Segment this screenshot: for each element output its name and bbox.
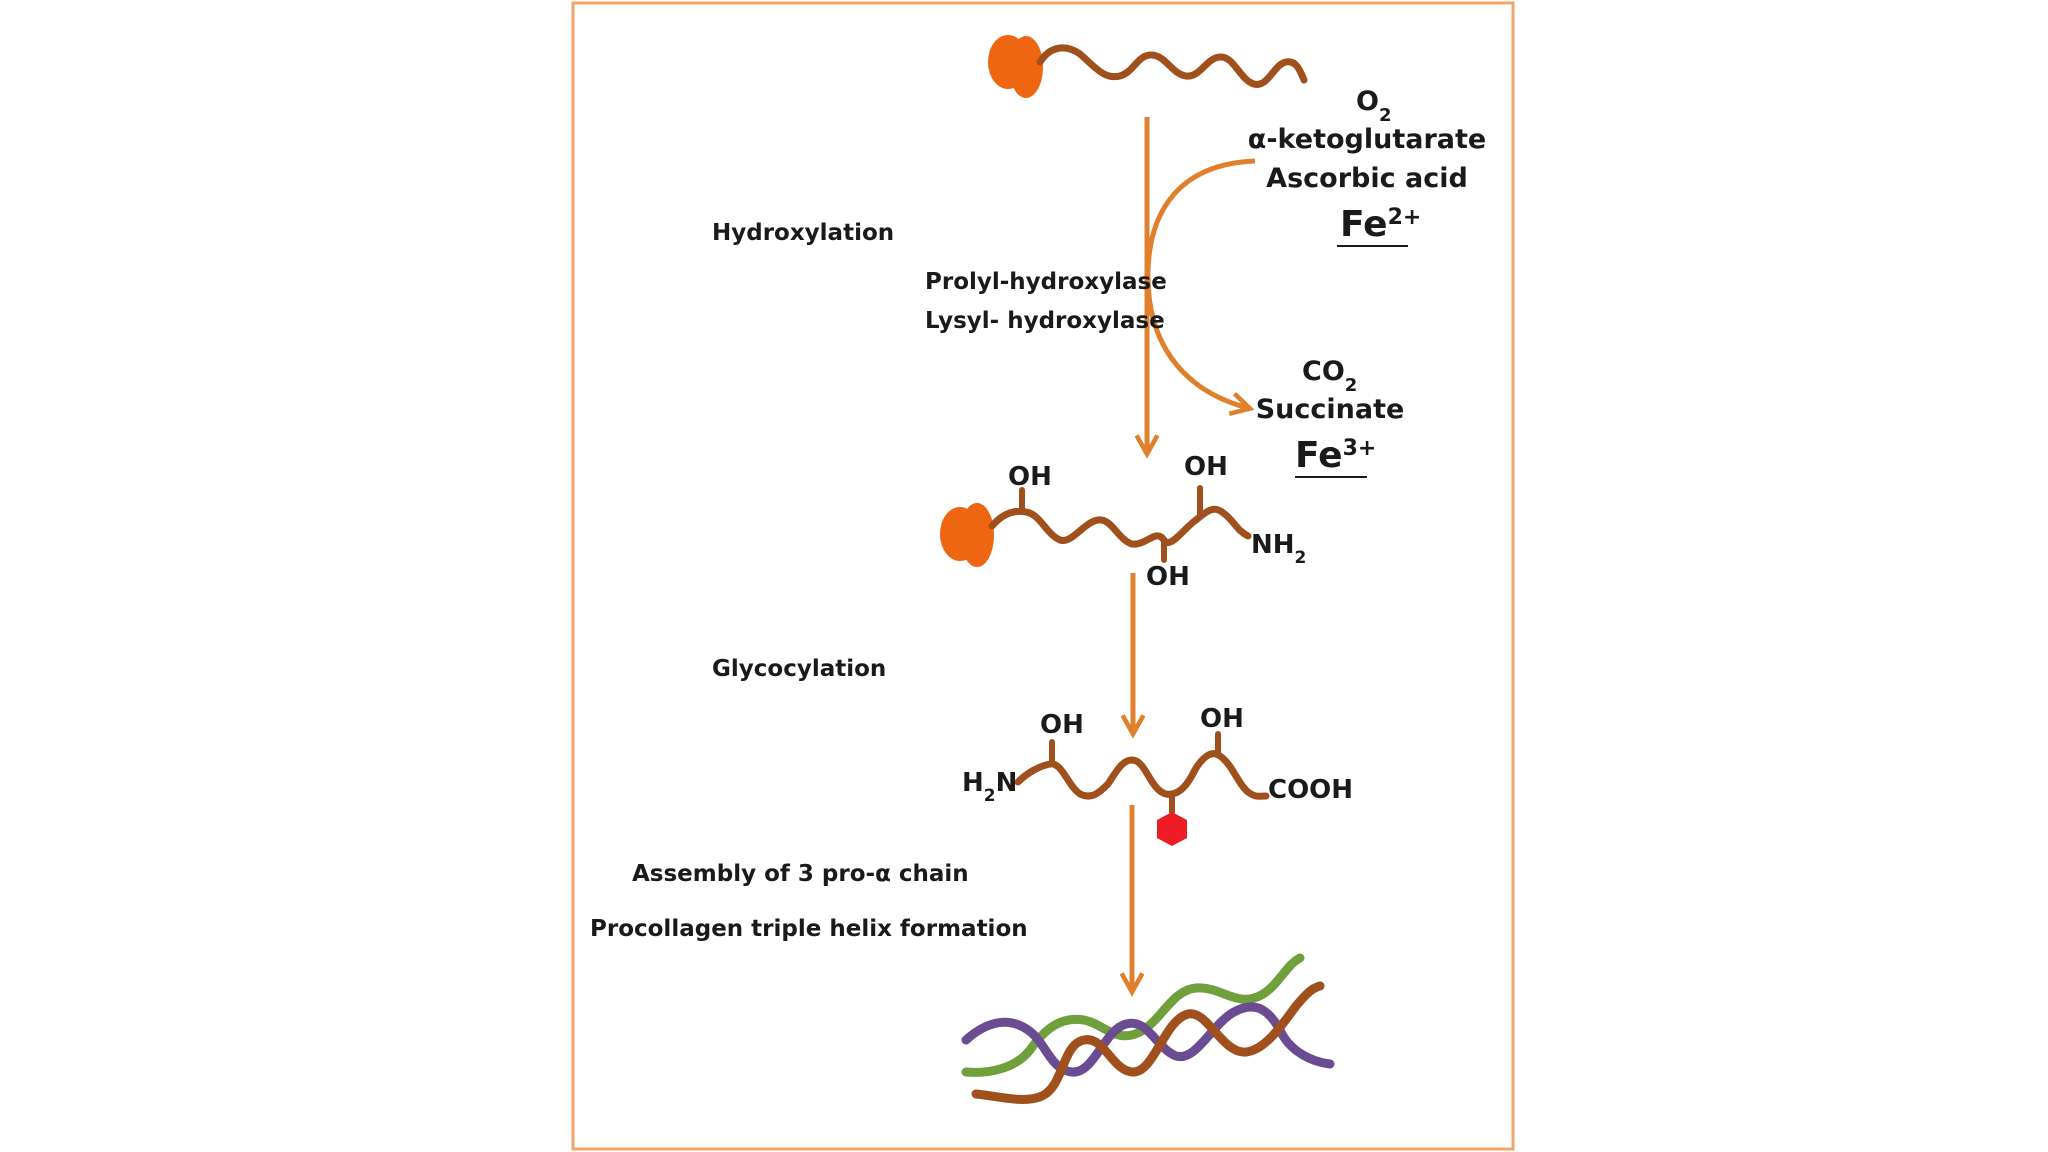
alpha-ketoglutarate-label: α-ketoglutarate [1248,124,1486,155]
lysyl-hydroxylase-label: Lysyl- hydroxylase [925,308,1165,334]
n-terminal-blob-2 [940,503,994,567]
product-labels: CO2 Succinate Fe3+ [1256,356,1405,478]
procollagen-label: Procollagen triple helix formation [590,916,1028,942]
oh-label-2: OH [1184,452,1228,482]
precursor-backbone [1036,44,1308,88]
prolyl-hydroxylase-label: Prolyl-hydroxylase [925,269,1167,295]
n-terminal-blob [988,35,1043,98]
reactant-labels: O2 α-ketoglutarate Ascorbic acid Fe2+ [1248,86,1486,247]
precursor-chain [988,35,1043,98]
h2n-label: H2N [962,768,1017,806]
glycosylated-backbone [1014,750,1270,800]
nh2-label: NH2 [1251,530,1306,568]
diagram-frame [571,1,1515,1151]
hydroxylated-chain: OH OH OH NH2 [940,452,1306,592]
oh-label-3: OH [1146,562,1190,592]
helix-strand-brown [971,981,1325,1104]
helix-strand-green [961,953,1305,1077]
cooh-label: COOH [1268,775,1353,805]
oh-label-4: OH [1040,710,1084,740]
fe3-label: Fe3+ [1295,435,1376,476]
fe2-label: Fe2+ [1340,204,1421,245]
succinate-label: Succinate [1256,394,1405,425]
glycocylation-label: Glycocylation [712,656,886,682]
helix-strand-purple [961,1002,1335,1077]
o2-label: O2 [1356,86,1391,126]
oh-label-5: OH [1200,704,1244,734]
hydroxylation-label: Hydroxylation [712,220,894,246]
procollagen-triple-helix [961,953,1335,1104]
assembly-label: Assembly of 3 pro-α chain [632,861,969,887]
co2-label: CO2 [1302,356,1357,396]
oh-label-1: OH [1008,462,1052,492]
hydroxylated-backbone [988,505,1252,548]
ascorbic-acid-label: Ascorbic acid [1266,163,1468,194]
sugar-hexagon [1157,812,1187,846]
glycosylated-chain: OH OH H2N COOH [962,704,1353,846]
